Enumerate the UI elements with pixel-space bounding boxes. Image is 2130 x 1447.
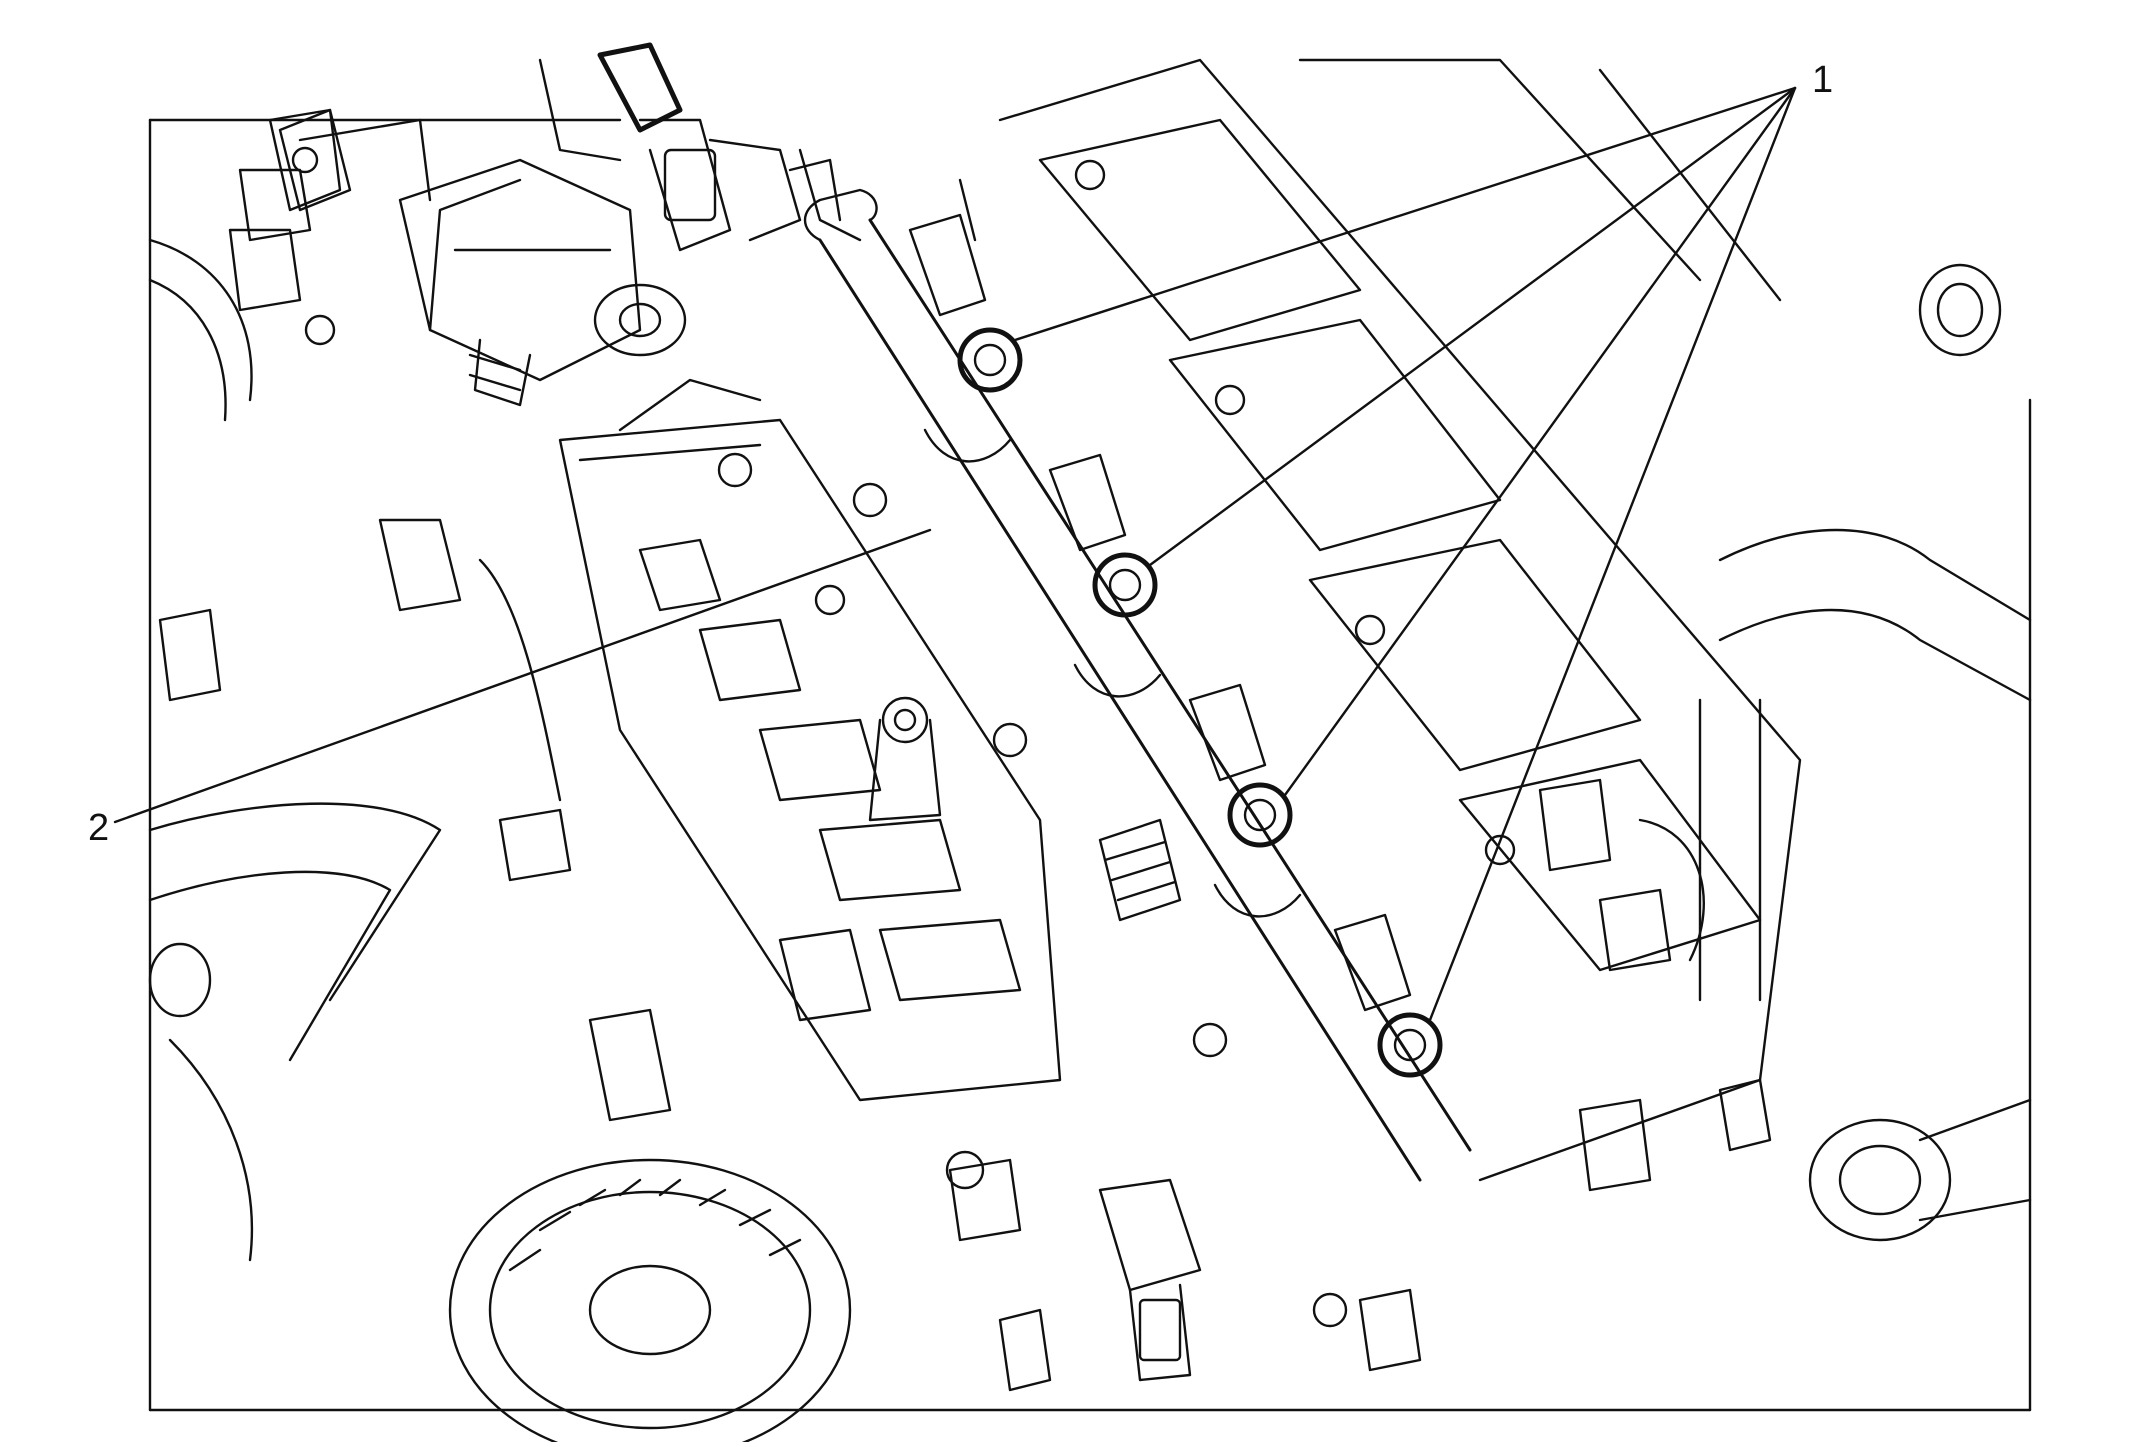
illustration-frame	[148, 118, 2032, 1412]
connectors-bottom-center	[945, 1150, 1422, 1392]
callout-label-2: 2	[88, 807, 109, 849]
coolant-hose-right	[1698, 263, 2032, 1242]
connectors-right	[1538, 778, 1772, 1192]
valve-cover	[558, 378, 1228, 1102]
leader-line	[1013, 86, 1797, 342]
injector-bolts	[957, 327, 1443, 1078]
pressure-sensor-fitting	[1098, 818, 1182, 922]
callout-2-leader	[113, 528, 932, 824]
cylinder-head-right	[998, 58, 1802, 1182]
injector-bolt	[1227, 782, 1293, 848]
harness-connector-top	[597, 42, 862, 252]
fuel-rail	[788, 158, 1472, 1182]
wiring-clips-left	[148, 108, 342, 422]
injector-bolt	[957, 327, 1023, 393]
callout-1-leaders	[1013, 86, 1797, 1022]
leader-line	[1283, 86, 1797, 797]
leader-line	[1148, 86, 1797, 567]
injector-bolt	[1092, 552, 1158, 618]
injector-connectors	[908, 178, 1412, 1012]
fuel-pump-assembly	[278, 58, 687, 407]
leader-line	[113, 528, 932, 824]
hoses-left	[148, 802, 442, 1262]
alternator	[448, 1158, 852, 1447]
leader-line	[1428, 86, 1797, 1022]
injector-bolt	[1377, 1012, 1443, 1078]
connectors-left-lower	[158, 518, 872, 1122]
callout-label-1: 1	[1812, 59, 1833, 101]
